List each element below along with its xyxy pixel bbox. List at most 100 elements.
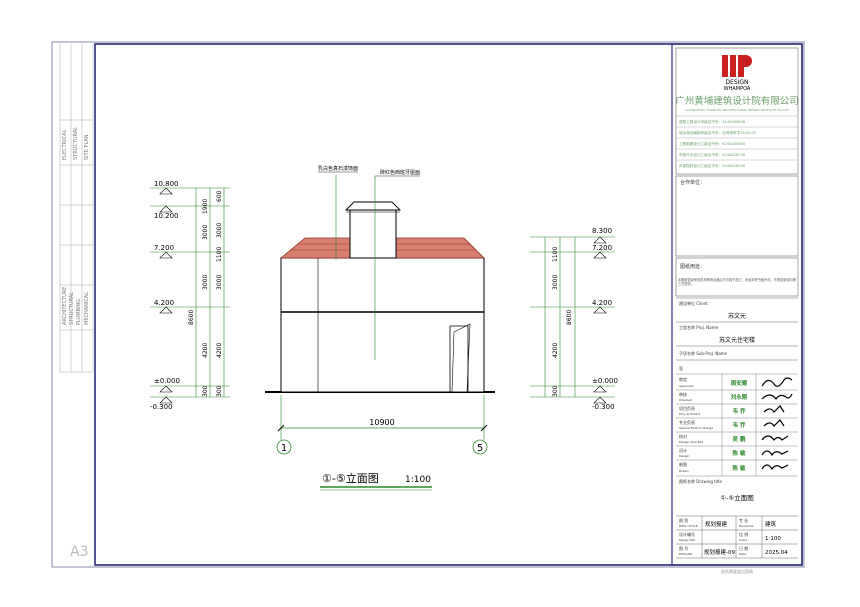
annot-tile: 砖红色西班牙屋面 [380, 169, 420, 176]
company-name-en: GUANGZHOU HUANGPU ARCHITECTURAL DESIGN I… [685, 108, 789, 112]
strip-label-1: STRUCTURAL [73, 127, 79, 160]
right-elev-0: 8.300 [592, 227, 612, 235]
axis-label-5: 5 [477, 443, 483, 454]
project-label: 工程名称 Proj. Name [679, 324, 719, 330]
drawing-title-value: ①-⑤立面图 [720, 493, 754, 502]
title-block: DESIGN WHAMPOA 广州黄埔建筑设计院有限公司 GUANGZHOU H… [671, 43, 803, 574]
right-dim-inner-3: 300 [552, 385, 559, 397]
role-en-4: Design Checked [679, 440, 703, 444]
role-6: 制图 [679, 461, 687, 467]
scale-en: Scale [739, 538, 747, 542]
left-dim-inner-0: 600 [216, 190, 223, 202]
elevation-drawing: 乳白色真石漆饰面 砖红色西班牙屋面 10900 1 5 ①-⑤立面图 1:100 [150, 165, 618, 491]
right-elevation-triangles [593, 236, 607, 404]
right-elev-1: 7.200 [592, 244, 612, 252]
tower [349, 209, 397, 259]
drawing-scale: 1:100 [405, 475, 431, 485]
footer-note: 图纸需要盖出图章 [721, 568, 753, 574]
drawing-title-label: 图纸名称 Drawing title [679, 478, 723, 484]
cert-2: 工程勘察设计乙级证书号：B244055656 [679, 141, 746, 146]
role-3: 专业负责 [679, 419, 695, 425]
left-elev-2: 7.200 [154, 244, 174, 252]
left-dim-inner-1: 3000 [216, 223, 223, 238]
left-elev-1: 10.200 [154, 212, 179, 220]
cert-4: 风景园林设计乙级证书号：A244018930 [679, 163, 746, 168]
specialty-en: Discipline [739, 524, 754, 528]
role-en-2: Proj. Architect [679, 412, 701, 416]
right-elev-3: ±0.000 [592, 377, 618, 385]
tower-cap [344, 201, 402, 211]
signer-0: 周安顺 [731, 379, 748, 387]
left-elev-4: ±0.000 [154, 377, 180, 385]
company-logo: DESIGN WHAMPOA [722, 55, 752, 92]
left-dim-inner-4: 4200 [216, 343, 223, 358]
date-label: 日 期 [739, 545, 748, 551]
roof-right [395, 237, 485, 259]
sheet-size-label: A3 [70, 544, 88, 560]
left-dim-total: 8600 [188, 310, 195, 325]
design-no-label: 设计编号 [679, 531, 695, 537]
door-leaf [451, 323, 471, 393]
annot-roof: 乳白色真石漆饰面 [318, 165, 358, 172]
left-elev-0: 10.800 [154, 180, 179, 188]
left-elev-5: -0.300 [150, 403, 173, 411]
left-elevation-lines [150, 187, 230, 398]
design-no-en: Design NO. [679, 538, 696, 542]
left-elev-3: 4.200 [154, 299, 174, 307]
role-0: 审定 [679, 376, 687, 382]
axis-bubble-5 [472, 439, 488, 455]
cert-1: 城乡规划编制甲级证书号：自资规甲字2440135 [679, 130, 756, 135]
left-strip [59, 44, 94, 373]
left-dim-mid-3: 4200 [202, 343, 209, 358]
right-dim-total: 8600 [566, 310, 573, 325]
client-label: 建设单位 Client [679, 300, 708, 306]
approval-note: 本图纸需经审查机构审查合格后方可用于施工，未经本院书面许可，不得复制或向第三方提… [678, 278, 796, 286]
width-dim: 10900 [369, 418, 394, 427]
left-elevation-triangles [159, 187, 173, 404]
signer-6: 陈 敏 [733, 464, 746, 472]
sign-section-label: 签 [679, 365, 683, 371]
signer-1: 刘永刚 [731, 393, 748, 401]
drawing-no-label: 图 号 [679, 545, 688, 551]
axis-label-1: 1 [281, 443, 287, 454]
strip-label-5: PLUMBING [76, 299, 82, 325]
role-en-6: Drawn [679, 469, 689, 473]
date-en: Date [739, 552, 746, 556]
left-dim-inner-2: 1100 [216, 247, 223, 262]
logo-sub2: WHAMPOA [724, 86, 751, 92]
signer-4: 吴 鹏 [733, 435, 746, 443]
right-dim-inner-1: 3000 [552, 275, 559, 290]
right-elev-4: -0.300 [592, 403, 615, 411]
date-value: 2025.04 [765, 550, 788, 556]
strip-label-4: STRUCTURAL [69, 292, 75, 325]
strip-label-2: SITE PLAN [84, 134, 90, 160]
company-name-cn: 广州黄埔建筑设计院有限公司 [675, 95, 799, 107]
right-elev-2: 4.200 [592, 299, 612, 307]
role-4: 校对 [679, 433, 687, 439]
drawing-no-value: 规划报建-09 [704, 548, 735, 556]
roof-tile-hatch [290, 243, 476, 251]
signer-2: 韦 乔 [733, 407, 746, 415]
left-strip-labels: ELECTRICAL STRUCTURAL SITE PLAN ARCHITEC… [62, 127, 90, 325]
signer-5: 陈 敏 [733, 449, 746, 457]
client-value: 苏文元 [728, 312, 746, 320]
stage-en: DWG. STYLE [679, 524, 698, 528]
strip-label-0: ELECTRICAL [62, 129, 68, 160]
strip-label-6: MECHANICAL [84, 292, 90, 325]
handwritten-signatures [761, 377, 793, 471]
left-dim-inner-3: 3000 [216, 275, 223, 290]
role-2: 项目负责 [679, 405, 695, 411]
logo-sub1: DESIGN [725, 79, 748, 86]
door [449, 325, 469, 393]
cert-3: 市政行业设计乙级证书号：A244018930 [679, 152, 746, 157]
signer-3: 韦 乔 [733, 421, 746, 429]
project-value: 苏文元住宅楼 [719, 336, 755, 344]
specialty-value: 建筑 [765, 520, 777, 528]
left-dim-mid-4: 300 [202, 385, 209, 397]
drawing-no-en: DWG.NO. [679, 552, 693, 556]
scale-label: 比 例 [739, 531, 748, 537]
specialty-label: 专 业 [739, 517, 748, 523]
left-dim-mid-2: 3000 [202, 275, 209, 290]
cooperation-label: 合作单位： [680, 179, 705, 186]
